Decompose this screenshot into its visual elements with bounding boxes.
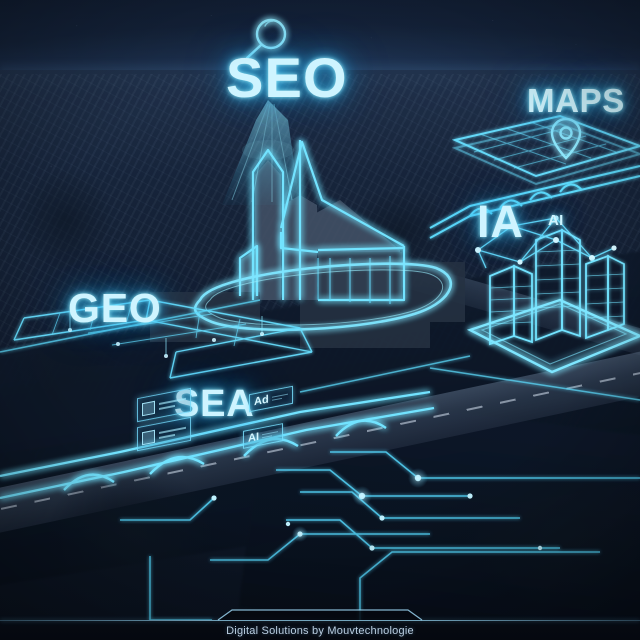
footer-caption: Digital Solutions by Mouvtechnologie xyxy=(226,625,414,637)
maps-plate xyxy=(451,114,640,186)
bridge-outline-upper xyxy=(429,164,640,239)
footer-band xyxy=(0,620,640,640)
circuit-traces xyxy=(120,451,640,640)
search-magnifier-icon xyxy=(245,18,287,60)
footer-rule xyxy=(0,620,640,621)
ia-skyscrapers xyxy=(489,228,625,346)
circuit-node-halos xyxy=(292,468,428,542)
ia-platform xyxy=(466,298,640,374)
bridge-outline xyxy=(0,390,435,500)
cathedral-base-ring xyxy=(193,262,453,332)
road-neon-edges xyxy=(0,299,640,401)
geo-grid xyxy=(13,299,313,379)
seo-light-beam xyxy=(222,100,300,205)
ia-network-nodes xyxy=(475,215,617,265)
